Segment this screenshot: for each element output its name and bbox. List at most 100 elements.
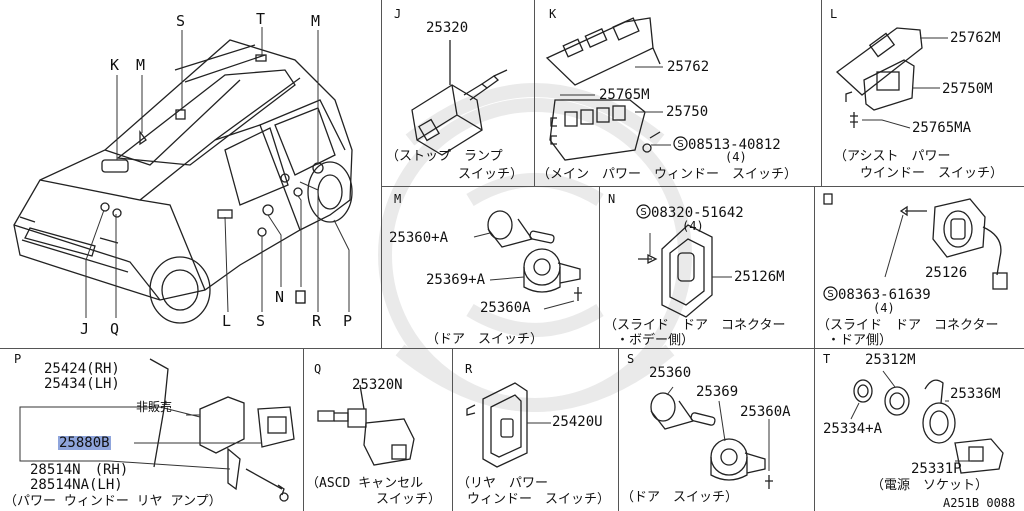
panel-Q: Q 25320N （ASCD キャンセル スイッチ）: [304, 349, 452, 511]
panel-P-letter: P: [14, 352, 22, 366]
part-number-25360A-S: 25360A: [740, 404, 791, 420]
assist-power-window-switch-drawing: [835, 27, 948, 129]
panel-Q-caption-1: （ASCD キャンセル: [306, 476, 424, 491]
svg-text:S: S: [677, 139, 683, 150]
callout-N: N: [275, 288, 285, 306]
part-number-08320-51642: S 08320-51642: [636, 204, 744, 220]
panel-R-caption-1: （リヤ パワー: [457, 476, 549, 491]
divider-vertical-main: [381, 0, 382, 348]
divider-vertical-qr: [452, 348, 453, 511]
panel-O-box-icon: [823, 193, 833, 205]
part-number-25369+A: 25369+A: [426, 272, 486, 288]
panel-N: N S 08320-51642 (4) 25126M （スライド ドア コネクター…: [600, 187, 814, 348]
panel-T-caption: （電源 ソケット）: [871, 478, 989, 493]
panel-S-caption: （ドア スイッチ）: [621, 490, 739, 505]
stop-lamp-switch-drawing: [411, 40, 508, 156]
panel-L: L 25762M 25750M 25765MA （アシスト パワー ウインドー …: [822, 0, 1024, 186]
s-circle-icon: S: [673, 136, 688, 151]
callout-K: K: [110, 56, 120, 74]
background-watermark: [378, 83, 692, 412]
panel-S: S 25360 25369 25360A （ドア スイッチ）: [619, 349, 814, 511]
callout-R: R: [312, 312, 322, 330]
part-number-25360A: 25360A: [480, 300, 531, 316]
part-number-28514N-RH: 28514N (RH): [30, 462, 129, 478]
callout-P: P: [343, 312, 353, 330]
callout-S-top: S: [176, 12, 186, 30]
divider-vertical-st: [814, 348, 815, 511]
part-number-08320-51642-text: 08320-51642: [651, 205, 744, 221]
part-qty-08320: (4): [682, 219, 704, 233]
panel-L-caption-2: ウインドー スイッチ）: [860, 166, 1004, 181]
callout-L: L: [222, 312, 232, 330]
panel-T: T 25312M 25336M 25334+A 25331P （電源 ソケット）…: [815, 349, 1024, 511]
vehicle-illustration: [13, 27, 353, 324]
callout-O-box-icon: [295, 290, 306, 304]
door-switch-S-drawing: [650, 386, 773, 489]
part-qty-08513: (4): [725, 150, 747, 164]
panel-O-caption-2: ・ドア側）: [827, 333, 893, 348]
power-socket-drawing: [850, 370, 1004, 474]
part-number-25334+A: 25334+A: [823, 421, 883, 437]
divider-horizontal-top: [381, 186, 1024, 187]
divider-vertical-pq: [303, 348, 304, 511]
callout-M-right: M: [311, 12, 321, 30]
svg-text:S: S: [827, 289, 833, 300]
panel-P: P 25424(RH) 25434(LH) 非販売 25880B 28514N …: [0, 349, 303, 511]
panel-M-letter: M: [394, 192, 402, 206]
callout-T: T: [256, 10, 266, 28]
part-number-25750: 25750: [666, 104, 709, 120]
part-number-25369: 25369: [696, 384, 739, 400]
panel-N-caption-1: （スライド ドア コネクター: [604, 318, 786, 333]
panel-J: J 25320 （ストップ ランプ スイッチ）: [382, 0, 534, 186]
panel-Q-letter: Q: [314, 362, 322, 376]
panel-J-caption-2: スイッチ）: [458, 167, 524, 182]
callout-O: [295, 290, 306, 307]
slide-door-connector-body-drawing: [638, 224, 732, 318]
panel-N-letter: N: [608, 192, 616, 206]
part-number-25765M: 25765M: [599, 87, 650, 103]
panel-M-caption: （ドア スイッチ）: [426, 332, 544, 347]
divider-vertical-kl: [821, 0, 822, 186]
part-number-25762M: 25762M: [950, 30, 1001, 46]
panel-R-letter: R: [465, 362, 473, 376]
part-number-25320: 25320: [426, 20, 469, 36]
main-power-window-switch-drawing: [545, 17, 671, 161]
callout-J: J: [80, 320, 90, 338]
figure-id: A251B 0088: [943, 496, 1016, 510]
slide-door-connector-door-drawing: [884, 198, 1008, 290]
door-switch-M-drawing: [473, 210, 582, 310]
panel-vehicle: K M S T M J Q L S N R P: [0, 0, 381, 348]
not-for-sale-note: 非販売: [136, 400, 173, 414]
callout-M-top: M: [136, 56, 146, 74]
part-number-08513-40812-text: 08513-40812: [688, 137, 781, 153]
panel-L-letter: L: [830, 7, 838, 21]
part-number-08513-40812: S 08513-40812: [673, 136, 781, 152]
svg-text:S: S: [640, 207, 646, 218]
part-number-25320N: 25320N: [352, 377, 403, 393]
part-number-25880B-highlighted[interactable]: 25880B: [58, 435, 111, 451]
panel-J-caption-1: （ストップ ランプ: [386, 149, 503, 164]
s-circle-icon: S: [636, 204, 651, 219]
panel-Q-caption-2: スイッチ）: [376, 492, 442, 507]
panel-K-letter: K: [549, 7, 557, 21]
ascd-cancel-switch-drawing: [317, 384, 415, 466]
rear-power-window-switch-drawing: [466, 382, 551, 468]
part-number-25331P: 25331P: [911, 461, 962, 477]
panel-T-letter: T: [823, 352, 831, 366]
divider-horizontal-mid: [0, 348, 1024, 349]
panel-R: R 25420U （リヤ パワー ウィンドー スイッチ）: [453, 349, 618, 511]
part-number-25765MA: 25765MA: [912, 120, 972, 136]
part-number-08363-61639: S 08363-61639: [823, 286, 931, 302]
part-number-25434LH: 25434(LH): [44, 376, 120, 392]
part-number-08363-61639-text: 08363-61639: [838, 287, 931, 303]
part-number-25126: 25126: [925, 265, 968, 281]
panel-R-caption-2: ウィンドー スイッチ）: [467, 492, 611, 507]
part-number-28514NA-LH: 28514NA(LH): [30, 477, 123, 493]
panel-O-caption-1: （スライド ドア コネクター: [817, 318, 999, 333]
part-number-25750M: 25750M: [942, 81, 993, 97]
part-number-25126M: 25126M: [734, 269, 785, 285]
panel-S-letter: S: [627, 352, 635, 366]
